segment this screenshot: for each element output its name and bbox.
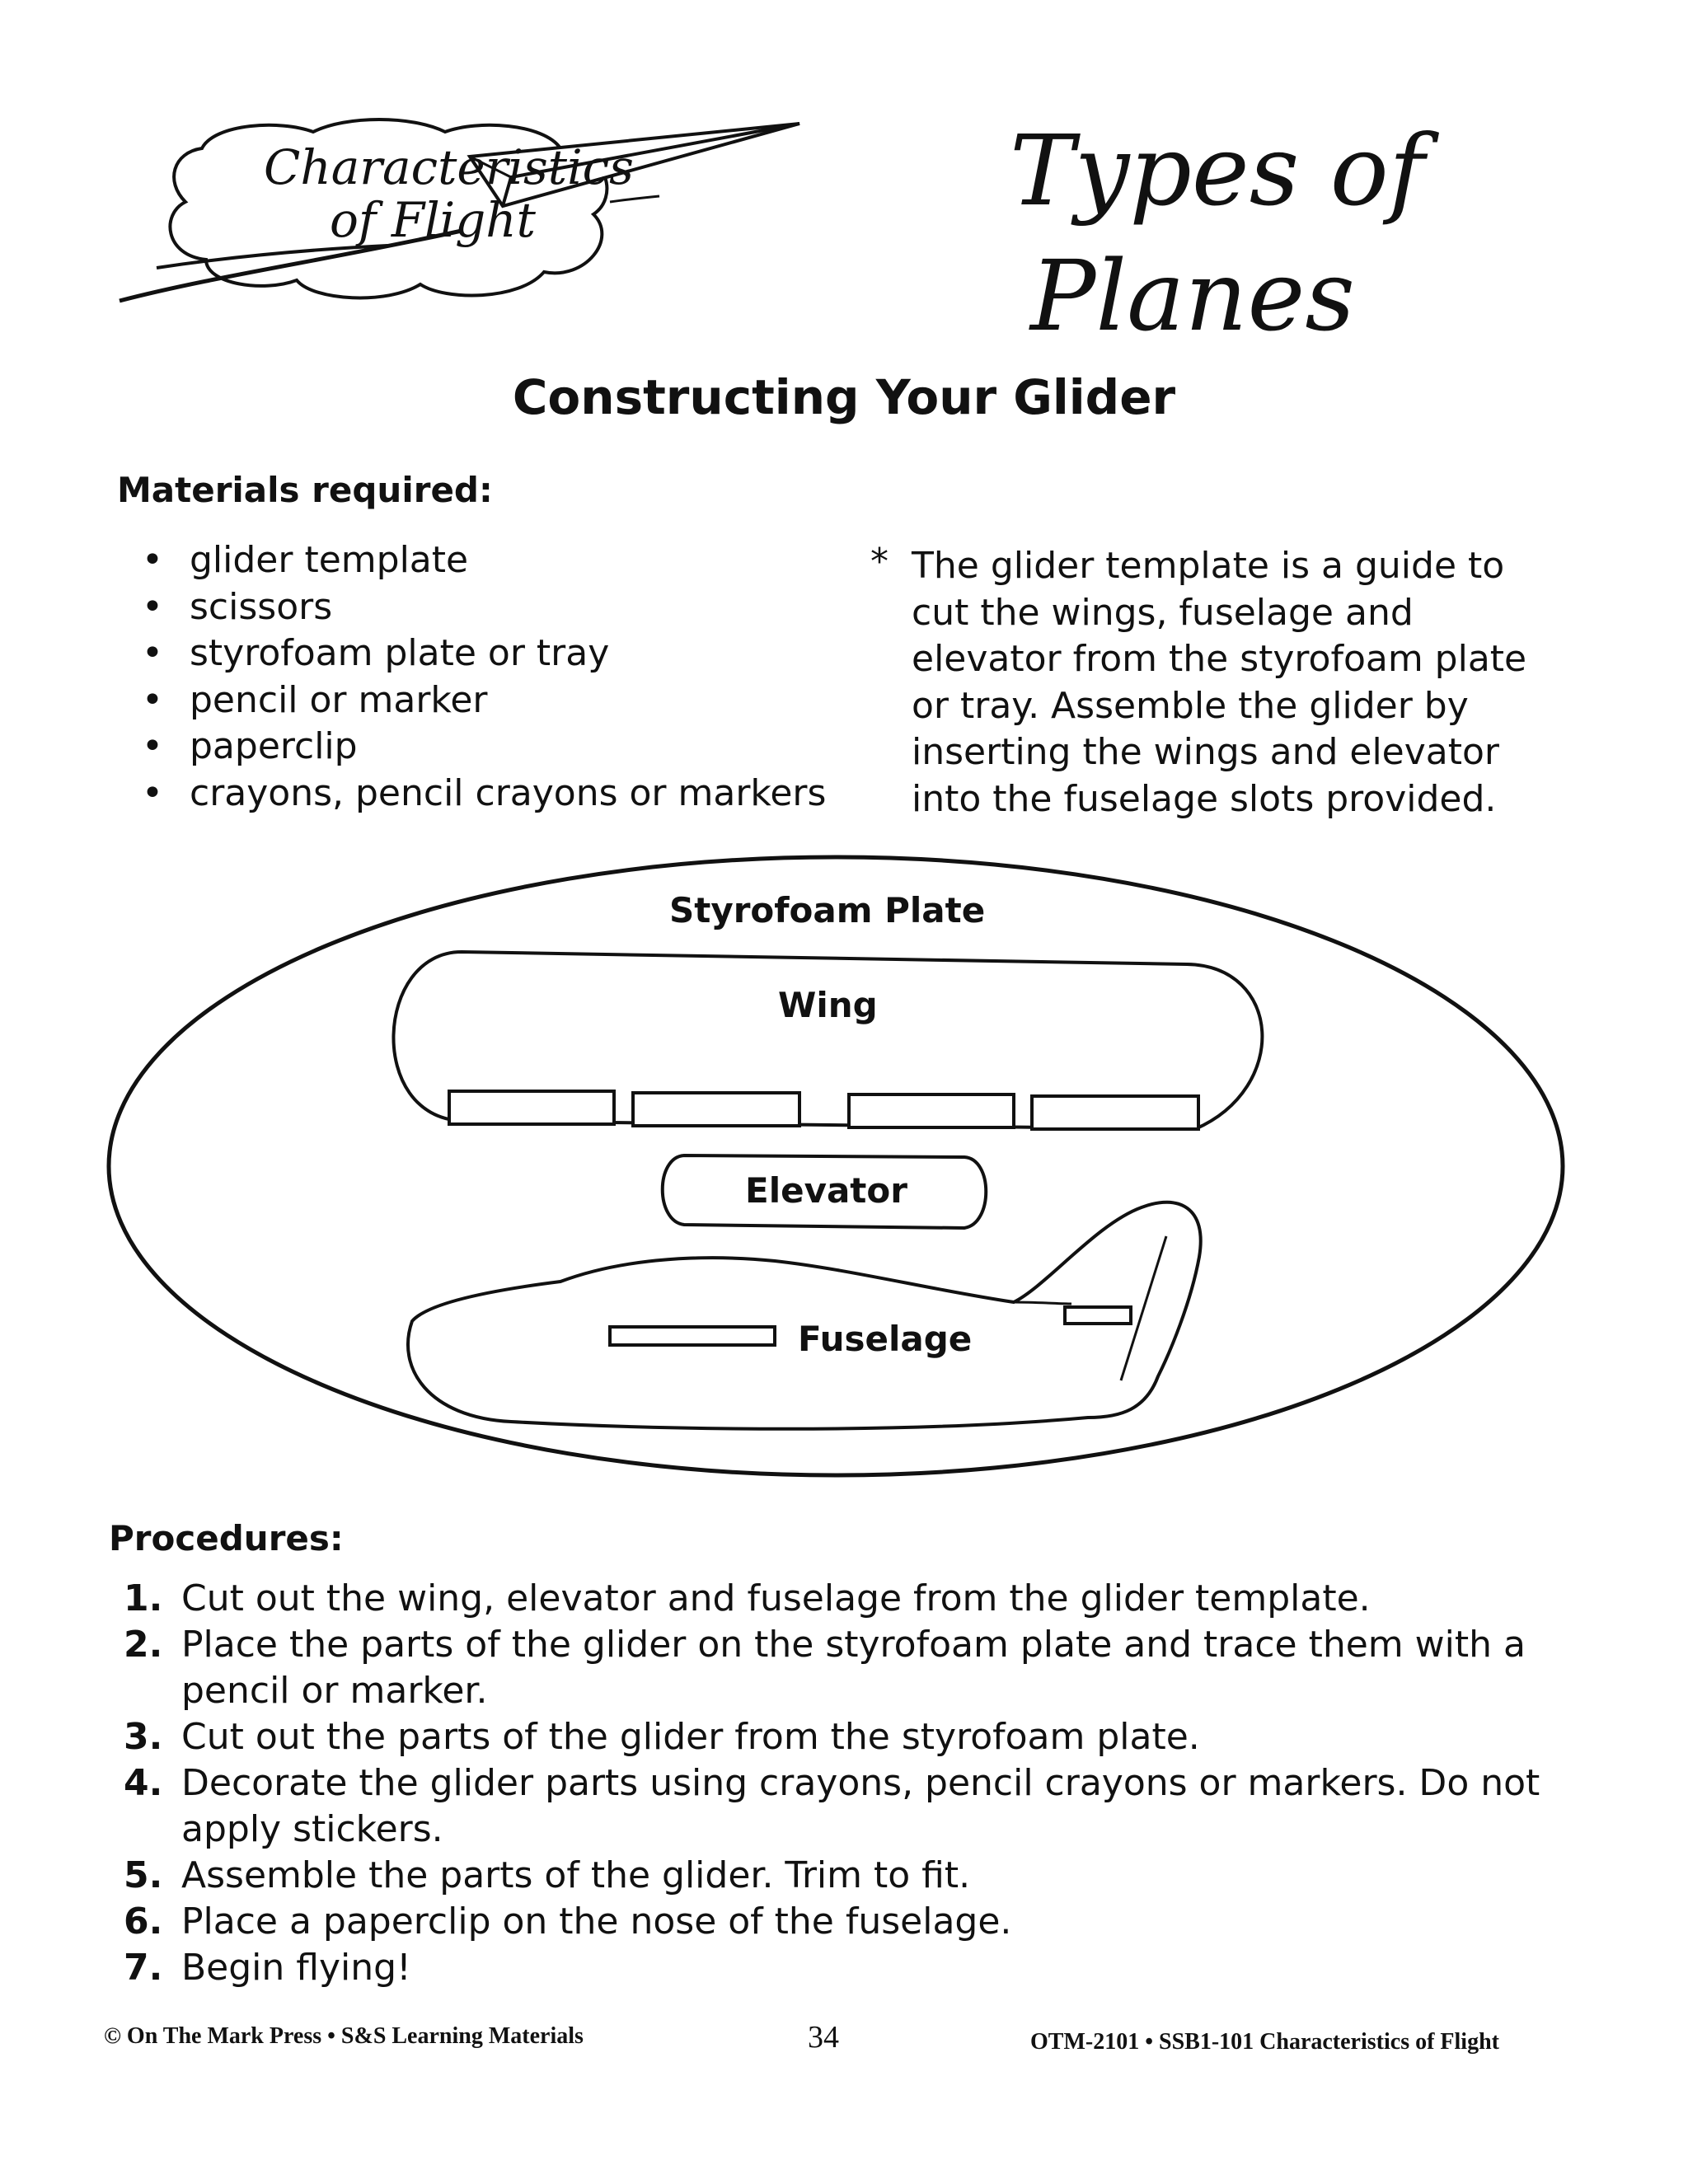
note-line: into the fuselage slots provided. [912, 777, 1497, 820]
step-text: Cut out the parts of the glider from the… [181, 1716, 1200, 1758]
footer-product-code: OTM-2101 • SSB1-101 Characteristics of F… [1030, 2029, 1499, 2055]
wing-slot [1030, 1094, 1200, 1131]
list-item: pencil or marker [142, 677, 826, 724]
section-subtitle: Constructing Your Glider [512, 369, 1176, 425]
list-item: 1. Cut out the wing, elevator and fuselag… [124, 1576, 1558, 1622]
step-number: 3. [124, 1716, 163, 1758]
list-item: scissors [142, 584, 826, 631]
page-title-line-1: Types of [1010, 114, 1425, 227]
logo-line-2: of Flight [330, 192, 536, 248]
step-number: 7. [124, 1947, 163, 1989]
note-asterisk: * [870, 541, 889, 583]
step-text: Decorate the glider parts using crayons,… [181, 1762, 1540, 1850]
list-item: 5. Assemble the parts of the glider. Trim… [124, 1853, 1558, 1899]
logo-line-1: Characteristics [264, 139, 634, 195]
step-number: 5. [124, 1854, 163, 1896]
materials-heading: Materials required: [117, 470, 493, 510]
list-item: 4. Decorate the glider parts using crayon… [124, 1760, 1558, 1853]
fuselage-outline [406, 1200, 1203, 1431]
glider-layout-diagram: Styrofoam Plate Wing Elevator Fuselage [0, 841, 1688, 1500]
materials-list: glider template scissors styrofoam plate… [142, 537, 826, 817]
list-item: styrofoam plate or tray [142, 630, 826, 677]
wing-slot [448, 1090, 616, 1126]
wing-slot [847, 1093, 1015, 1129]
footer-publisher: © On The Mark Press • S&S Learning Mater… [104, 2023, 584, 2049]
note-line: cut the wings, fuselage and [912, 591, 1414, 634]
list-item: glider template [142, 537, 826, 584]
step-text: Assemble the parts of the glider. Trim t… [181, 1854, 971, 1896]
procedures-list: 1. Cut out the wing, elevator and fuselag… [124, 1576, 1558, 1991]
styrofoam-plate-outline [106, 855, 1565, 1478]
wing-outline [392, 949, 1264, 1132]
step-text: Place the parts of the glider on the sty… [181, 1624, 1526, 1712]
note-line: inserting the wings and elevator [912, 731, 1500, 773]
elevator-label: Elevator [745, 1170, 907, 1211]
fuselage-elevator-slot [1063, 1305, 1132, 1325]
diagram-svg [106, 855, 1565, 1478]
fuselage-wing-slot [608, 1325, 776, 1347]
list-item: 6. Place a paperclip on the nose of the f… [124, 1899, 1558, 1945]
step-number: 6. [124, 1900, 163, 1943]
page-title-line-2: Planes [1030, 239, 1355, 353]
elevator-outline [660, 1153, 988, 1230]
list-item: paperclip [142, 724, 826, 771]
list-item: 2. Place the parts of the glider on the s… [124, 1622, 1558, 1714]
list-item: crayons, pencil crayons or markers [142, 771, 826, 818]
step-text: Begin flying! [181, 1947, 411, 1989]
step-number: 2. [124, 1624, 163, 1666]
note-line: elevator from the styrofoam plate [912, 638, 1527, 680]
note-line: The glider template is a guide to [912, 545, 1505, 587]
step-number: 1. [124, 1577, 163, 1619]
step-number: 4. [124, 1762, 163, 1804]
procedures-heading: Procedures: [109, 1518, 344, 1558]
page-number: 34 [808, 2020, 839, 2055]
note-line: or tray. Assemble the glider by [912, 684, 1469, 727]
characteristics-of-flight-logo: Characteristics of Flight [115, 107, 824, 321]
wing-label: Wing [778, 985, 878, 1025]
wing-slot [631, 1091, 801, 1127]
fuselage-label: Fuselage [798, 1319, 973, 1359]
list-item: 3. Cut out the parts of the glider from t… [124, 1714, 1558, 1760]
step-text: Cut out the wing, elevator and fuselage … [181, 1577, 1371, 1619]
list-item: 7. Begin flying! [124, 1945, 1558, 1991]
cloud-airplane-icon [119, 118, 800, 303]
styrofoam-plate-label: Styrofoam Plate [669, 890, 986, 930]
step-text: Place a paperclip on the nose of the fus… [181, 1900, 1012, 1943]
template-note: The glider template is a guide to cut th… [912, 543, 1571, 823]
